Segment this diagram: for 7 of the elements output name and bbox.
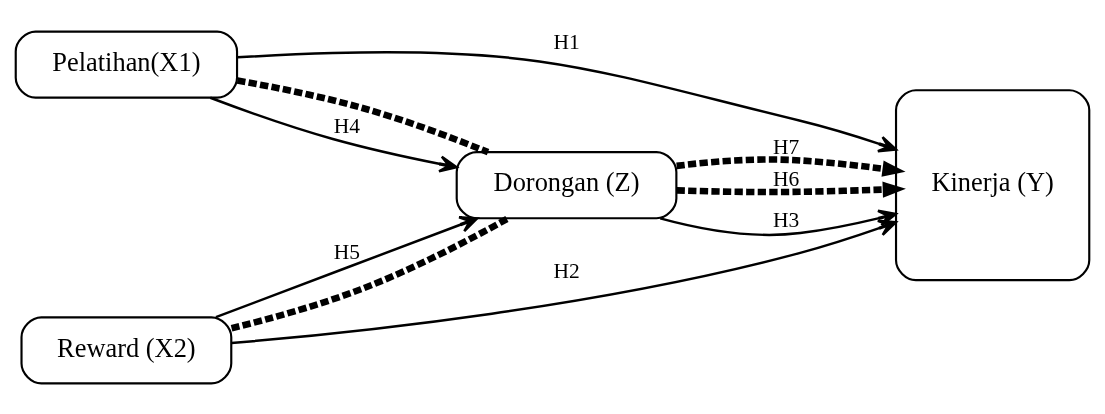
edge-label: H6 [773,166,800,191]
edge-label: H7 [773,134,800,159]
edge-label: H5 [333,239,360,264]
edge-label: H2 [553,258,580,283]
edge-label: H3 [773,207,800,232]
edge-label: H1 [553,29,580,54]
edge-label: H4 [333,113,360,138]
